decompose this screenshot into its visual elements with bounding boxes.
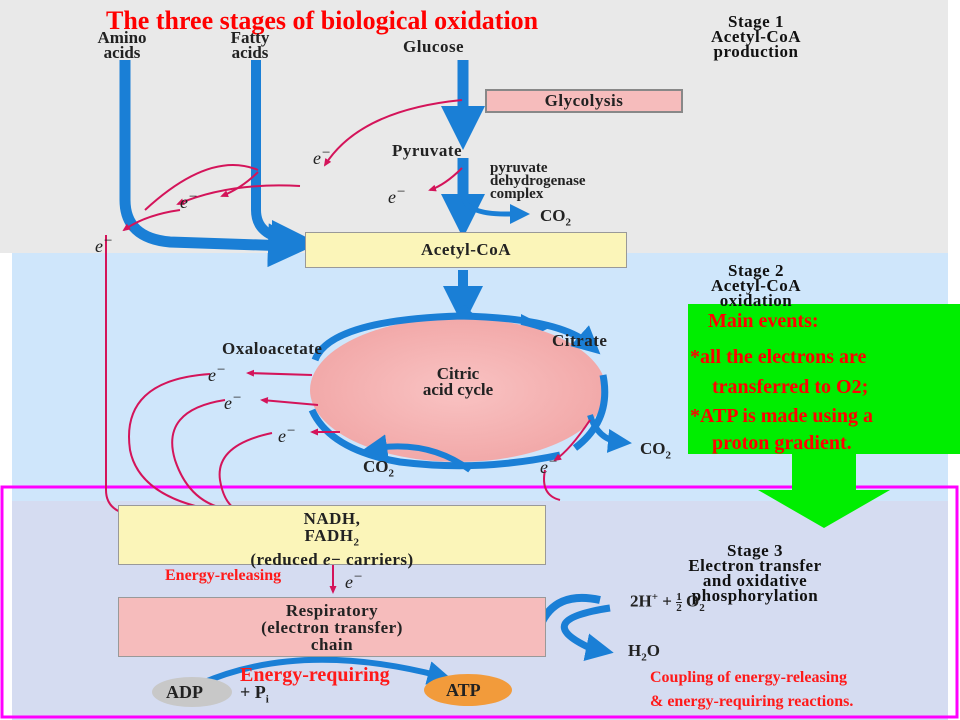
adp-to-atp-arrow: [198, 656, 452, 687]
nadh-box: NADH, FADH2 (reduced e− carriers): [118, 505, 546, 570]
electron-label-6: e−: [224, 390, 243, 413]
electron-label-4: e−: [95, 233, 114, 256]
main-events-line-1: *all the electrons are: [690, 346, 867, 368]
electron-label-9: e−: [345, 569, 364, 592]
electron-label-1: e−: [313, 145, 332, 168]
electron-transfer-label: (electron transfer): [261, 618, 403, 637]
electron-label-5: e−: [208, 362, 227, 385]
electron-collect-2: [171, 399, 234, 513]
electron-arrow-cycle-1: [246, 369, 313, 377]
cycle-arrow-bottom: [308, 408, 561, 470]
fadh2-label: FADH2: [304, 526, 360, 549]
respiratory-chain-box: Respiratory (electron transfer) chain: [118, 597, 546, 657]
water-label: H2O: [628, 641, 660, 664]
cycle-co2-branch-left: [363, 434, 472, 473]
acetyl-coa-label: Acetyl-CoA: [421, 240, 511, 259]
electron-label-2: e−: [180, 189, 199, 212]
atp-label: ATP: [446, 680, 481, 700]
cycle-arrow-right: [572, 374, 609, 451]
amino-acids-label: Amino acids: [97, 28, 147, 62]
electron-arrow-pdh: [428, 167, 463, 192]
electron-collect-1: [128, 373, 227, 515]
fatty-acids-label: Fatty acids: [230, 28, 270, 62]
main-events-box: Main events: *all the electrons are tran…: [688, 304, 960, 454]
citric-acid-cycle-label: Citric acid cycle: [422, 364, 494, 399]
fatty-acids-flow-arrow: [251, 60, 312, 260]
electron-label-3: e−: [388, 184, 407, 207]
main-events-line-2: transferred to O2;: [712, 376, 869, 398]
pdh-complex-label: pyruvate dehydrogenase complex: [490, 160, 586, 202]
main-events-title: Main events:: [708, 310, 819, 332]
oxaloacetate-label: Oxaloacetate: [222, 339, 323, 358]
electron-arrow-cycle-2: [260, 397, 319, 406]
main-events-line-3: *ATP is made using a: [690, 405, 873, 427]
electron-label-7: e−: [278, 423, 297, 446]
co2-label-stage2-right: CO2: [640, 439, 671, 462]
adp-oval: [152, 677, 232, 707]
citric-acid-cycle: [310, 318, 606, 462]
stage3-header: Stage 3 Electron transfer and oxidative …: [688, 541, 822, 605]
electron-arrow-glycolysis: [323, 99, 463, 167]
citrate-label: Citrate: [552, 331, 608, 350]
electron-label-8: e−: [540, 454, 559, 477]
pi-label: + Pi: [240, 682, 269, 706]
reduced-carriers-label: (reduced e− carriers): [250, 550, 414, 570]
respiratory-label: Respiratory: [285, 601, 379, 620]
glycolysis-box: Glycolysis: [485, 89, 683, 113]
acetyl-coa-box: Acetyl-CoA: [305, 232, 627, 268]
stage2-header: Stage 2 Acetyl-CoA oxidation: [711, 261, 801, 310]
electron-arrow-cycle-4: [553, 419, 591, 462]
main-events-down-arrow: [758, 452, 890, 528]
nadh-label: NADH,: [303, 509, 361, 528]
glucose-label: Glucose: [403, 37, 465, 56]
stage3-frame: [0, 485, 959, 719]
coupling-label: Coupling of energy-releasing & energy-re…: [650, 669, 854, 710]
electron-arrow-fatty-join: [144, 164, 259, 211]
amino-acids-flow-arrow: [119, 60, 312, 268]
main-events-line-4: proton gradient.: [712, 432, 852, 454]
cycle-co2-branch-right: [587, 413, 632, 453]
cycle-arrow-top: [311, 312, 601, 362]
half-fraction: 1 2: [676, 591, 682, 615]
glycolysis-label: Glycolysis: [544, 91, 624, 110]
chain-label: chain: [310, 635, 354, 654]
energy-releasing-label: Energy-releasing: [165, 567, 282, 584]
electron-arrow-fatty-2: [176, 184, 301, 205]
oxygen-to-water-arrow: [560, 604, 614, 661]
pyruvate-label: Pyruvate: [392, 141, 463, 160]
pdh-co2-branch-arrow: [460, 195, 530, 224]
energy-requiring-label: Energy-requiring: [240, 664, 390, 686]
proton-oxygen-label: 2H+ + 1 2 O2: [630, 591, 705, 615]
electron-arrow-fatty-1: [220, 171, 259, 198]
electron-collect-4: [543, 469, 561, 501]
page-title: The three stages of biological oxidation: [106, 6, 539, 35]
co2-label-stage1: CO2: [540, 206, 571, 229]
atp-oval: [424, 674, 512, 706]
adp-label: ADP: [166, 682, 203, 702]
electron-arrow-amino: [122, 209, 181, 232]
stage1-header: Stage 1 Acetyl-CoA production: [711, 12, 801, 61]
co2-label-stage2-left: CO2: [363, 457, 394, 480]
